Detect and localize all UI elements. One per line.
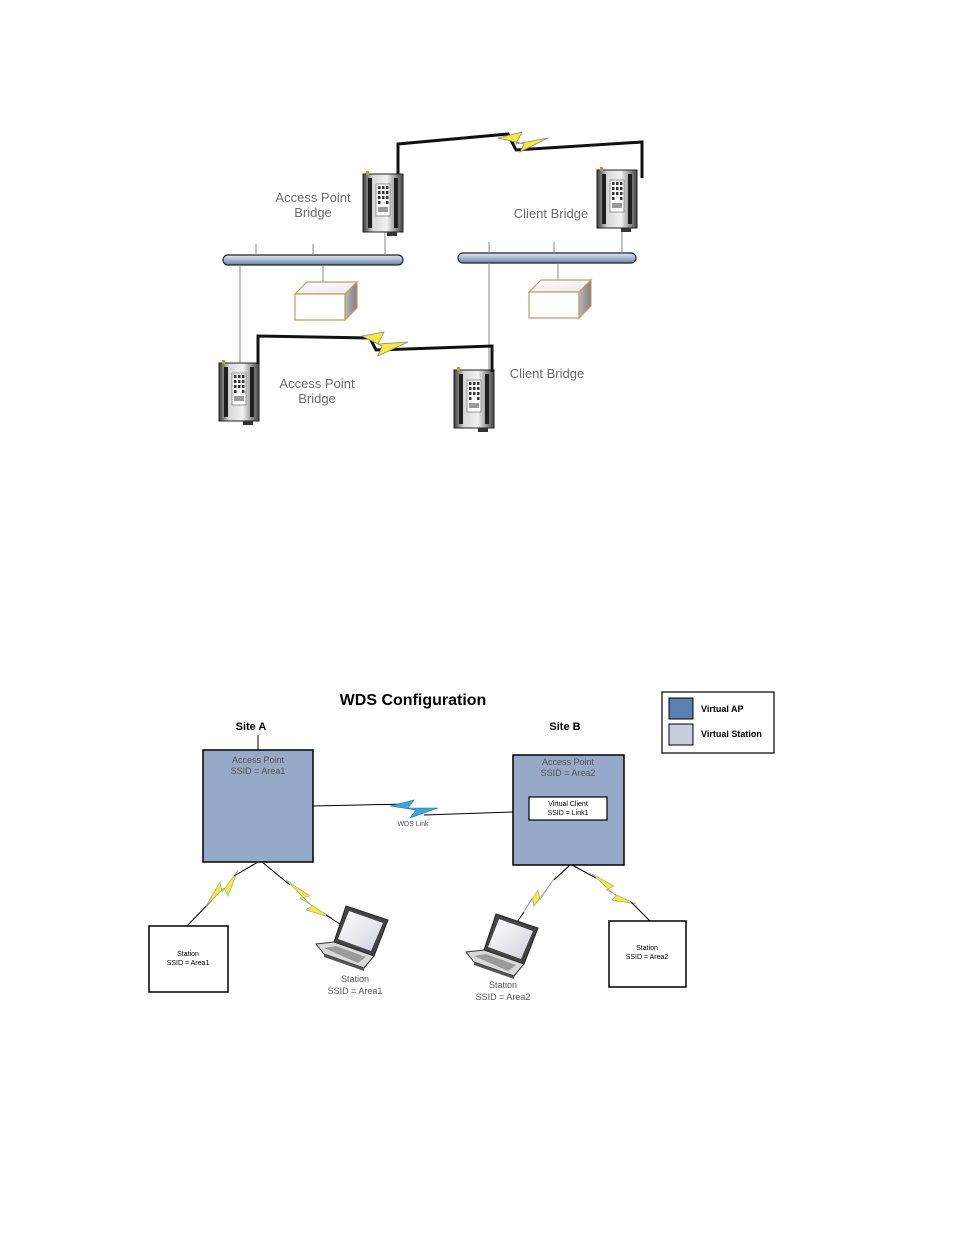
site-b-laptop-icon [466, 914, 538, 979]
client-bridge-top-device-icon [597, 167, 637, 232]
client-top-label: Client Bridge [514, 206, 588, 221]
left-network-bus [223, 255, 403, 265]
site-b-laptop-line1: Station [489, 980, 517, 990]
site-b-station-box-line2: SSID = Area2 [626, 954, 669, 961]
virtual-client-line1: Virtual Client [548, 801, 588, 808]
site-b-ap-line2: SSID = Area2 [541, 768, 596, 778]
legend-virtual-station-swatch [669, 724, 693, 745]
bottom-lightning-icon [362, 332, 408, 356]
right-computer-icon [529, 280, 591, 318]
site-a-station-box-line2: SSID = Area1 [167, 960, 210, 967]
site-b-station-box-line1: Station [636, 945, 658, 952]
left-computer-icon [295, 282, 357, 320]
client-bridge-bottom-device-icon [454, 367, 494, 432]
legend-virtual-ap-label: Virtual AP [701, 704, 744, 714]
legend-virtual-ap-swatch [669, 698, 693, 719]
site-a-station-box [149, 926, 228, 992]
ap-top-label-line2: Bridge [294, 205, 332, 220]
site-a-laptop-line1: Station [341, 974, 369, 984]
site-b-ap-line1: Access Point [542, 757, 595, 767]
site-a-station-box-line1: Station [177, 951, 199, 958]
ap-bottom-label-line1: Access Point [279, 376, 355, 391]
site-a-ap-line2: SSID = Area1 [231, 766, 286, 776]
site-a-label: Site A [236, 721, 267, 733]
site-a-laptop-lightning-icon [286, 880, 332, 918]
site-a-laptop-line2: SSID = Area1 [328, 986, 383, 996]
wds-diagram: WDS Configuration Virtual AP Virtual Sta… [149, 692, 774, 1002]
ap-bottom-label-line2: Bridge [298, 391, 336, 406]
site-a-station-lightning-icon [206, 870, 238, 906]
site-a-ap-line1: Access Point [232, 755, 285, 765]
right-network-bus [458, 253, 636, 263]
site-b-label: Site B [549, 721, 580, 733]
site-b-laptop-line2: SSID = Area2 [476, 992, 531, 1002]
legend-virtual-station-label: Virtual Station [701, 729, 762, 739]
ap-bridge-top-device-icon [363, 171, 403, 236]
bridge-diagram: Access Point Bridge Client Bridge Access… [219, 132, 642, 432]
client-bottom-label: Client Bridge [510, 366, 584, 381]
wds-link-lightning-icon [390, 800, 438, 818]
site-b-laptop-lightning-icon [520, 876, 556, 918]
diagram-title: WDS Configuration [340, 692, 487, 709]
wds-link-label: WDS Link [397, 821, 429, 828]
ap-bridge-bottom-device-icon [219, 360, 259, 425]
ap-top-label-line1: Access Point [275, 190, 351, 205]
site-b-station-lightning-icon [592, 874, 636, 904]
virtual-client-line2: SSID = Link1 [547, 810, 588, 817]
